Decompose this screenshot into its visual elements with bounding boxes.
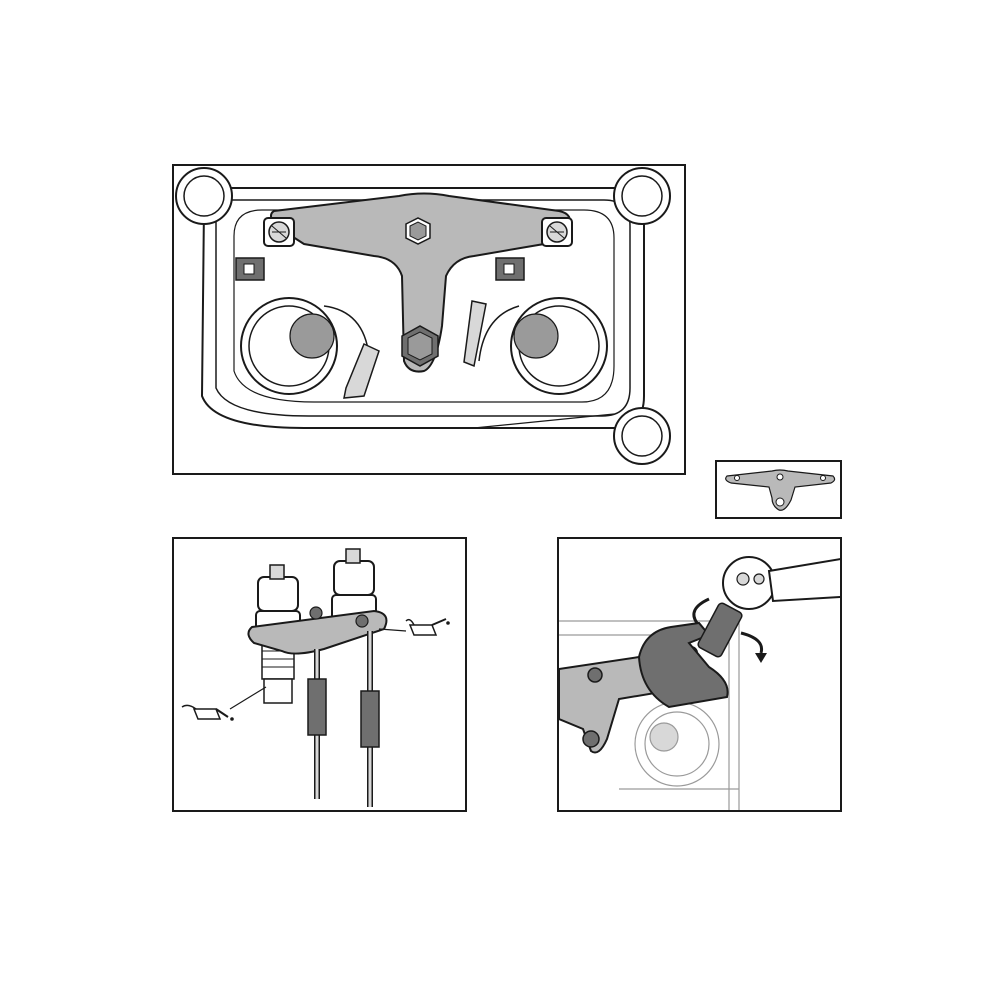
oil-can-icon-left	[181, 686, 267, 721]
locking-tab-left	[343, 342, 380, 399]
tool-plate	[247, 609, 388, 655]
main-illustration-panel	[172, 164, 686, 475]
threaded-pin-left	[263, 217, 295, 247]
tightening-illustration	[559, 556, 840, 810]
rotation-arrow-icon	[692, 597, 767, 663]
cylinder-head-illustration	[175, 167, 671, 465]
tool-assembly-illustration	[181, 548, 450, 807]
ratchet-wrench	[697, 556, 840, 658]
tightening-panel	[557, 537, 842, 812]
camshaft-bore-right	[478, 297, 608, 395]
hex-bolt-top	[405, 217, 431, 245]
open-end-wrench	[637, 621, 729, 709]
head-recess	[233, 209, 615, 403]
long-stud-left	[307, 649, 327, 799]
tool-plate-thumbnail	[725, 469, 836, 511]
cylinder-head-background	[559, 620, 740, 810]
plate-bolt	[582, 730, 600, 748]
long-stud-right	[360, 631, 380, 807]
tool-thumbnail-panel	[715, 460, 842, 519]
locking-tab-right	[463, 300, 487, 368]
tool-assembly-panel	[172, 537, 467, 812]
sensor-clip-right	[495, 257, 525, 281]
hex-bolt-center	[401, 325, 439, 367]
sensor-clip-left	[235, 257, 265, 281]
camshaft-bore-left	[240, 297, 370, 395]
oil-can-icon-right	[378, 618, 450, 636]
threaded-pin-right	[541, 217, 573, 247]
